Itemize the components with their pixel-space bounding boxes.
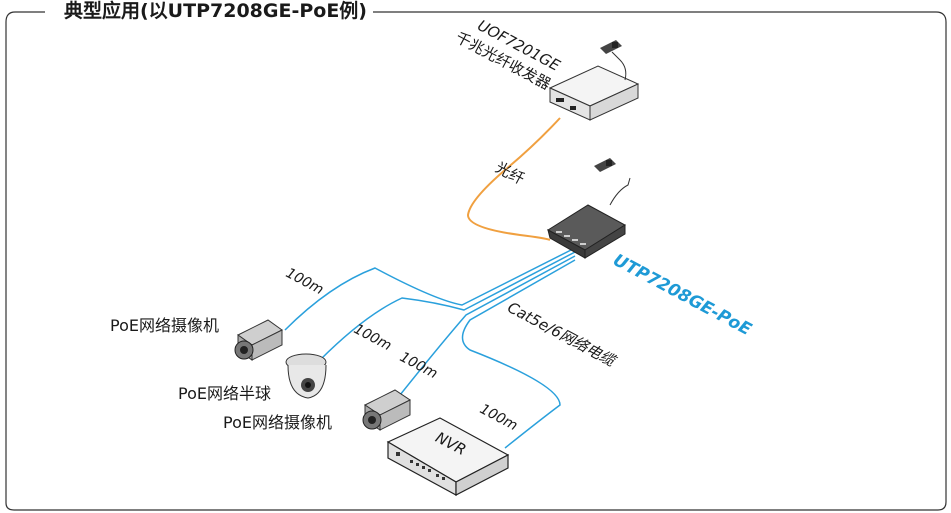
frame-border <box>5 11 947 511</box>
nvr-icon <box>386 417 510 497</box>
switch-icon <box>547 204 626 259</box>
camera-icon <box>362 389 411 431</box>
power-adapter-icon <box>600 40 627 81</box>
cable-bundle <box>284 247 576 449</box>
camera-1-label: PoE网络摄像机 <box>110 316 219 335</box>
dome-camera-icon <box>285 353 327 399</box>
transceiver-icon <box>548 65 640 121</box>
camera-icon <box>234 319 283 361</box>
page-title: 典型应用(以UTP7208GE-PoE例) <box>58 2 373 21</box>
power-adapter-icon <box>594 158 631 206</box>
dome-label: PoE网络半球 <box>178 384 271 403</box>
fiber-line <box>466 117 561 241</box>
camera-2-label: PoE网络摄像机 <box>223 413 332 432</box>
